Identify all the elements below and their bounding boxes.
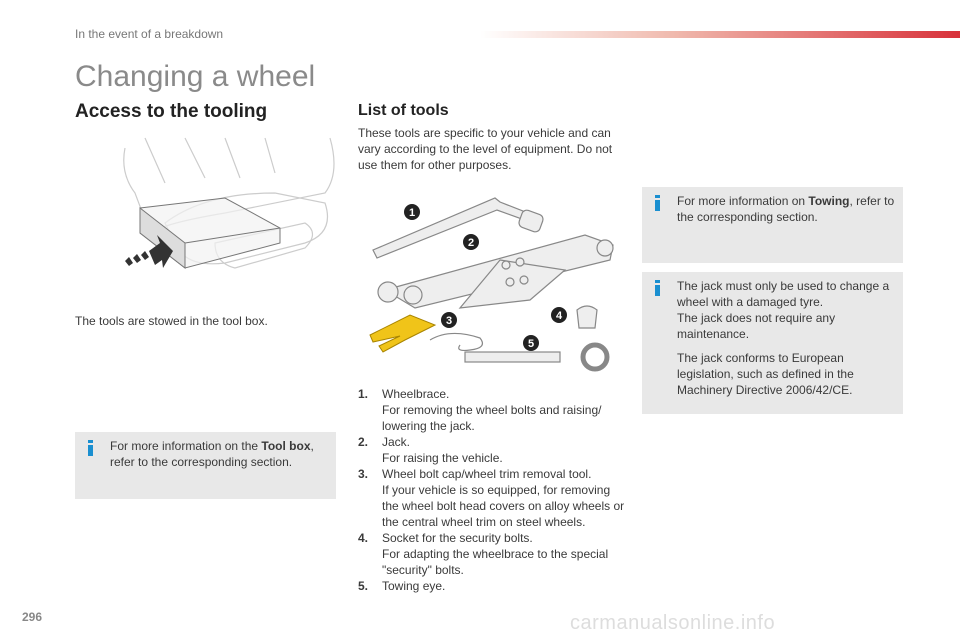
list-item: 5.Towing eye. [358, 579, 446, 593]
header-accent-bar [480, 31, 960, 38]
list-item: 1.Wheelbrace.For removing the wheel bolt… [358, 387, 602, 433]
tools-intro: These tools are specific to your vehicle… [358, 126, 613, 172]
callout-2: 2 [468, 237, 474, 249]
callout-3: 3 [446, 315, 452, 327]
callout-5: 5 [528, 338, 534, 350]
list-item: 4.Socket for the security bolts.For adap… [358, 531, 609, 577]
list-heading: List of tools [358, 102, 449, 119]
list-item: 2.Jack.For raising the vehicle. [358, 435, 503, 465]
towing-eye [464, 351, 561, 363]
callout-4: 4 [556, 310, 563, 322]
list-item: 3.Wheel bolt cap/wheel trim removal tool… [358, 467, 625, 529]
seat-toolbox-illustration [123, 137, 335, 270]
security-socket [576, 305, 598, 329]
info-icon [88, 440, 93, 456]
towing-tip: For more information on Towing, refer to… [642, 187, 903, 263]
tip-link-text: Towing [808, 194, 850, 208]
watermark: carmanualsonline.info [570, 612, 776, 634]
callout-1: 1 [409, 207, 415, 219]
section-header: In the event of a breakdown [75, 27, 224, 41]
tip-text: The jack does not require any maintenanc… [677, 311, 836, 341]
tip-text: The jack must only be used to change a w… [677, 279, 890, 309]
tools-list: 1.Wheelbrace.For removing the wheel bolt… [358, 386, 628, 594]
tip-link-text: Tool box [261, 439, 311, 453]
info-icon [655, 280, 660, 296]
tip-text: , refer to the corresponding section. [677, 194, 895, 224]
tip-text: For more information on the [110, 439, 262, 453]
page-title: Changing a wheel [75, 60, 316, 93]
tools-illustration: 1 2 3 4 5 [369, 197, 614, 372]
tip-text: The jack conforms to European legislatio… [677, 351, 854, 397]
arrow-icon [125, 235, 173, 268]
info-icon [655, 195, 660, 211]
tool-box-caption: The tools are stowed in the tool box. [75, 314, 268, 328]
access-heading: Access to the tooling [75, 101, 268, 122]
wheelbrace [372, 197, 534, 259]
trim-removal-tool [369, 314, 437, 353]
jack-tip: The jack must only be used to change a w… [642, 272, 903, 414]
page-number: 296 [22, 610, 43, 624]
tool-box-tip: For more information on the Tool box, re… [75, 432, 336, 499]
tip-text: For more information on [677, 194, 809, 208]
tip-text: , refer to the corresponding section. [110, 439, 314, 469]
